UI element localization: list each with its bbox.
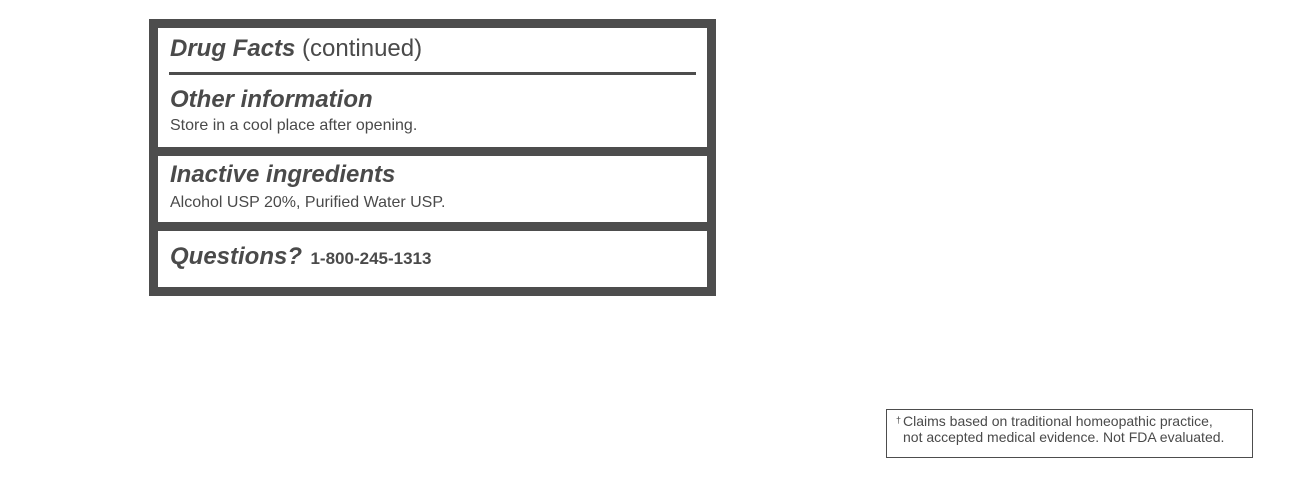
inactive-ingredients-section: Inactive ingredients Alcohol USP 20%, Pu…	[158, 156, 707, 222]
drug-facts-panel: Drug Facts (continued) Other information…	[149, 19, 716, 296]
questions-section: Questions? 1-800-245-1313	[158, 231, 707, 287]
drug-facts-title-bold: Drug Facts	[170, 35, 296, 62]
disclaimer-line-2: not accepted medical evidence. Not FDA e…	[903, 429, 1225, 445]
disclaimer-box: †Claims based on traditional homeopathic…	[886, 409, 1253, 458]
inactive-ingredients-text: Alcohol USP 20%, Purified Water USP.	[170, 194, 446, 211]
questions-heading: Questions?	[170, 243, 303, 270]
dagger-marker: †	[896, 415, 902, 425]
drug-facts-title: Drug Facts (continued)	[170, 34, 422, 64]
questions-phone-number: 1-800-245-1313	[310, 249, 432, 268]
other-information-text: Store in a cool place after opening.	[170, 117, 418, 134]
drug-facts-title-suffix: (continued)	[302, 35, 423, 62]
other-information-section: Drug Facts (continued) Other information…	[158, 28, 707, 147]
questions-line: Questions? 1-800-245-1313	[170, 243, 431, 271]
disclaimer-line-1: †Claims based on traditional homeopathic…	[896, 413, 1252, 429]
inactive-ingredients-heading: Inactive ingredients	[170, 161, 396, 188]
title-divider	[169, 72, 696, 75]
other-information-heading: Other information	[170, 86, 373, 113]
disclaimer-text-1: Claims based on traditional homeopathic …	[903, 413, 1213, 429]
